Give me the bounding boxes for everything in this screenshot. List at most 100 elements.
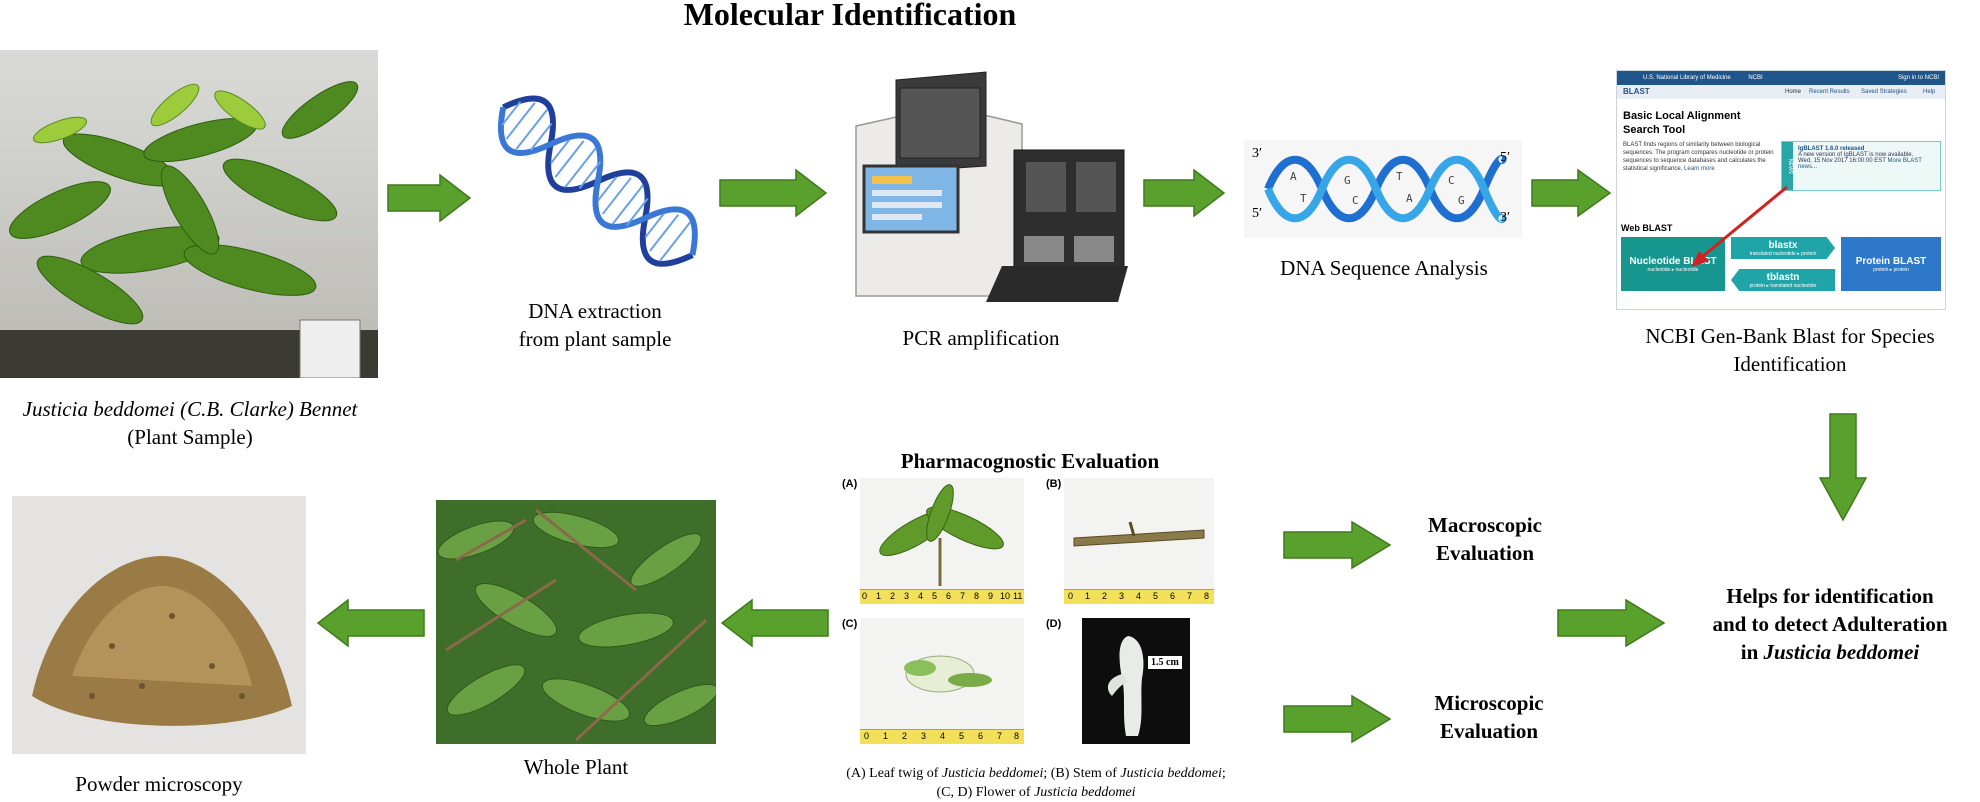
dna-extraction-caption: DNA extraction from plant sample	[470, 297, 720, 353]
panel-label-d: (D)	[1046, 618, 1062, 630]
conclusion-species: Justicia beddomei	[1763, 640, 1920, 664]
figure-caption-part-a: (A) Leaf twig of	[846, 766, 942, 781]
tblastn-label: tblastn	[1766, 271, 1800, 283]
arrow-dna-to-pcr	[719, 168, 828, 218]
learn-more-link[interactable]: Learn more	[1684, 166, 1715, 172]
powder-photo	[12, 496, 306, 754]
svg-text:G: G	[1344, 174, 1351, 187]
plant-species-name: Justicia beddomei (C.B. Clarke) Bennet	[22, 397, 358, 421]
blast-description: BLAST finds regions of similarity betwee…	[1617, 137, 1789, 177]
stem-illustration	[1073, 521, 1205, 547]
nav-help[interactable]: Help	[1923, 89, 1936, 95]
ruler-a-tick: 11	[1013, 591, 1023, 601]
figure-caption-species: Justicia beddomei	[941, 766, 1044, 781]
ruler-c-tick: 6	[978, 731, 984, 741]
blastx-button[interactable]: blastx translated nucleotide ▸ protein	[1731, 237, 1835, 259]
ruler-a-tick: 2	[890, 591, 896, 601]
more-news-link[interactable]: More BLAST news...	[1798, 158, 1922, 170]
arrow-sequence-to-ncbi	[1531, 168, 1612, 218]
news-body: A new version of IgBLAST is now availabl…	[1798, 152, 1914, 158]
ruler-b-tick: 8	[1204, 591, 1210, 601]
ruler-b-tick: 3	[1119, 591, 1125, 601]
ruler-a-tick: 9	[988, 591, 994, 601]
ruler-a-tick: 1	[876, 591, 882, 601]
ruler-a-tick: 7	[960, 591, 966, 601]
sign-in-link[interactable]: Sign in to NCBI	[1897, 75, 1939, 81]
ruler-b-tick: 4	[1136, 591, 1142, 601]
svg-text:T: T	[1396, 170, 1403, 183]
nav-recent-results[interactable]: Recent Results	[1809, 89, 1850, 95]
ruler-c-tick: 0	[864, 731, 870, 741]
ruler-c-tick: 7	[997, 731, 1003, 741]
svg-text:C: C	[1448, 174, 1455, 187]
conclusion-line2: and to detect Adulteration	[1712, 612, 1948, 636]
ruler-c-tick: 5	[959, 731, 965, 741]
figure-caption-part-c: ; (C, D) Flower of	[936, 766, 1226, 800]
whole-plant-caption: Whole Plant	[523, 755, 629, 779]
macroscopic-label: Macroscopic Evaluation	[1380, 511, 1590, 567]
ruler-c-tick: 2	[902, 731, 908, 741]
seq-label-bottom-right: 3′	[1500, 210, 1511, 225]
ruler-c-tick: 3	[921, 731, 927, 741]
blast-description-text: BLAST finds regions of similarity betwee…	[1623, 142, 1774, 172]
blast-nav-bar: BLAST Home Recent Results Saved Strategi…	[1617, 85, 1945, 99]
web-blast-heading: Web BLAST	[1621, 223, 1673, 233]
protein-blast-button[interactable]: Protein BLAST protein ▸ protein	[1841, 237, 1941, 291]
figure-caption-species: Justicia beddomei	[1034, 785, 1136, 800]
ruler-c-tick: 4	[940, 731, 946, 741]
figure-caption: (A) Leaf twig of Justicia beddomei; (B) …	[846, 764, 1226, 802]
powder-caption: Powder microscopy	[75, 772, 243, 796]
ruler-a-tick: 5	[932, 591, 938, 601]
leaf-twig-illustration	[879, 484, 1004, 586]
flower-photo-d: 1.5 cm	[1082, 618, 1190, 744]
tblastn-button[interactable]: tblastn protein ▸ translated nucleotide	[1731, 269, 1835, 291]
figure-caption-part-b: ; (B) Stem of	[1043, 766, 1121, 781]
arrow-plant-to-dna	[387, 173, 472, 223]
plant-caption: Justicia beddomei (C.B. Clarke) Bennet (…	[0, 395, 380, 451]
ruler-b-tick: 0	[1068, 591, 1074, 601]
figure-caption-species: Justicia beddomei	[1120, 766, 1222, 781]
protein-blast-sub: protein ▸ protein	[1873, 266, 1909, 273]
ruler-b-tick: 5	[1153, 591, 1159, 601]
blastx-label: blastx	[1768, 239, 1798, 251]
flower-photo-c: 0 1 2 3 4 5 6 7 8	[860, 618, 1024, 744]
protein-blast-label: Protein BLAST	[1855, 255, 1927, 267]
nav-saved-strategies[interactable]: Saved Strategies	[1861, 89, 1907, 95]
ruler-a: 0 1 2 3 4 5 6 7 8 9 10 11	[860, 589, 1024, 604]
powder-illustration	[32, 556, 292, 726]
news-box: NEWS IgBLAST 1.6.0 released A new versio…	[1781, 141, 1941, 191]
nav-home[interactable]: Home	[1785, 89, 1802, 95]
ruler-b-tick: 2	[1102, 591, 1108, 601]
ruler-a-tick: 8	[974, 591, 980, 601]
conclusion-text: Helps for identification and to detect A…	[1680, 582, 1980, 666]
seq-label-top-left: 3′	[1252, 146, 1263, 161]
nucleotide-blast-button[interactable]: Nucleotide BLAST nucleotide ▸ nucleotide	[1621, 237, 1725, 291]
nlm-brand: U.S. National Library of Medicine	[1643, 75, 1731, 81]
arrow-to-microscopic	[1283, 694, 1392, 744]
flower-c-illustration	[904, 655, 992, 693]
ruler-c-tick: 8	[1014, 731, 1020, 741]
blast-logo[interactable]: BLAST	[1623, 87, 1650, 96]
arrow-pharma-to-wholeplant	[720, 598, 829, 648]
microscopic-line1: Microscopic	[1434, 691, 1544, 715]
dna-extraction-line2: from plant sample	[518, 327, 672, 351]
ruler-a-tick: 4	[918, 591, 924, 601]
arrow-wholeplant-to-powder	[316, 598, 425, 648]
plant-sample-note: (Plant Sample)	[127, 425, 253, 449]
microscopic-line2: Evaluation	[1439, 719, 1539, 743]
tblastn-sub: protein ▸ translated nucleotide	[1749, 282, 1817, 289]
stem-photo: 0 1 2 3 4 5 6 7 8	[1064, 478, 1214, 604]
news-title[interactable]: IgBLAST 1.6.0 released	[1798, 146, 1865, 152]
conclusion-line3-prefix: in	[1740, 640, 1764, 664]
pcr-caption: PCR amplification	[902, 326, 1060, 350]
red-pointer-arrow	[1691, 185, 1788, 267]
seq-label-top-right: 5′	[1500, 150, 1511, 165]
svg-text:A: A	[1290, 170, 1297, 183]
ruler-b-tick: 7	[1187, 591, 1193, 601]
blastx-sub: translated nucleotide ▸ protein	[1749, 250, 1817, 257]
ruler-b-tick: 6	[1170, 591, 1176, 601]
ncbi-caption: NCBI Gen-Bank Blast for Species Identifi…	[1600, 322, 1980, 378]
flower-d-illustration	[1107, 636, 1144, 736]
